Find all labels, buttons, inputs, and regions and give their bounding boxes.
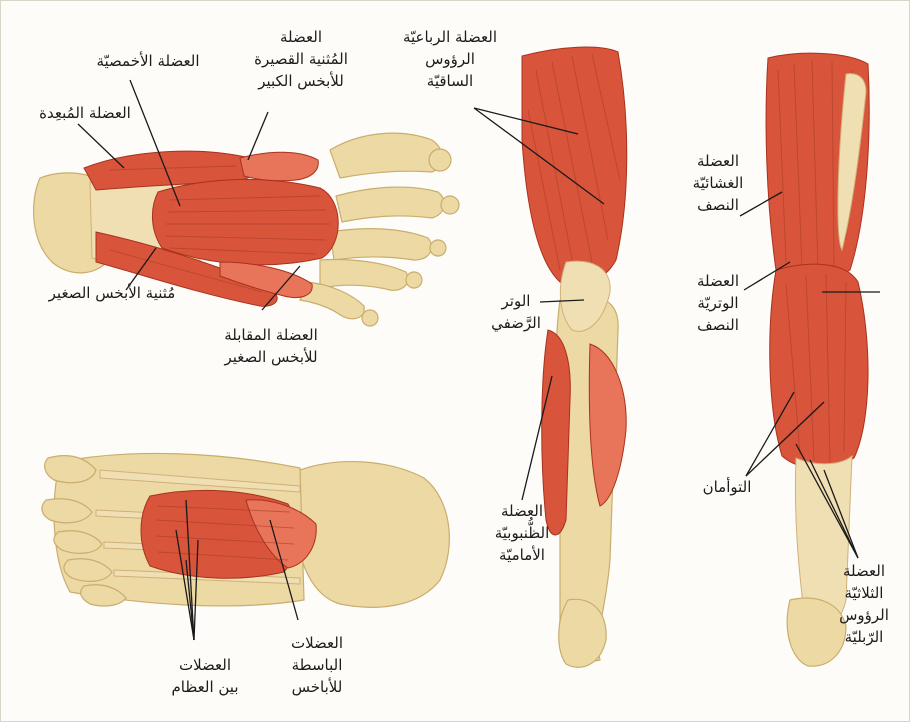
quadriceps-muscle (522, 47, 627, 285)
label-line: الوتريّة (670, 292, 766, 314)
label-line: العضلات (262, 632, 372, 654)
label-flexor-digiti-minimi: مُثنية الأبخس الصغير (22, 282, 202, 304)
label-line: الأماميّة (470, 544, 574, 566)
label-line: الساقيّة (380, 70, 520, 92)
label-line: الوتر (476, 290, 556, 312)
label-flexor-digitorum-brevis: العضلة الأخمصيّة (78, 50, 218, 72)
label-line: الظُّنبوبيّة (470, 522, 574, 544)
label-line: النصف (670, 314, 766, 336)
gastrocnemius-muscle (770, 264, 868, 468)
label-flexor-hallucis-brevis: العضلة المُثنية القصيرة للأبخس الكبير (226, 26, 376, 92)
label-line: للأبخس الصغير (196, 346, 346, 368)
label-semitendinosus: العضلة الوتريّة النصف (670, 270, 766, 336)
label-line: العضلة الأخمصيّة (78, 50, 218, 72)
label-line: للأباخس (262, 676, 372, 698)
label-line: الغشائيّة (670, 172, 766, 194)
label-line: الرؤوس (380, 48, 520, 70)
label-line: العضلة (226, 26, 376, 48)
label-line: النصف (670, 194, 766, 216)
label-line: العضلة (822, 560, 906, 582)
label-line: العضلة المُبعِدة (20, 102, 150, 124)
label-line: العضلة المقابلة (196, 324, 346, 346)
flexor-hallucis-brevis-muscle (240, 152, 318, 181)
label-semimembranosus: العضلة الغشائيّة النصف (670, 150, 766, 216)
label-line: العضلة (670, 270, 766, 292)
label-extensor-digitorum: العضلات الباسطة للأباخس (262, 632, 372, 698)
label-abductor-hallucis: العضلة المُبعِدة (20, 102, 150, 124)
front-leg-calf-muscle (589, 344, 626, 506)
label-line: العضلة (470, 500, 574, 522)
label-line: العضلة (670, 150, 766, 172)
flexor-digitorum-brevis-muscle (152, 179, 338, 264)
label-line: للأبخس الكبير (226, 70, 376, 92)
label-quadriceps: العضلة الرباعيّة الرؤوس الساقيّة (380, 26, 520, 92)
bottom-foot-illustration (42, 453, 449, 607)
label-line: الرَّضفي (476, 312, 556, 334)
label-triceps-surae: العضلة الثلاثيّة الرؤوس الرّبليّة (822, 560, 906, 648)
label-line: العضلات (150, 654, 260, 676)
label-opponens-digiti-minimi: العضلة المقابلة للأبخس الصغير (196, 324, 346, 368)
label-line: العضلة الرباعيّة (380, 26, 520, 48)
bottom-foot-tarsal-bones (296, 462, 449, 608)
label-line: مُثنية الأبخس الصغير (22, 282, 202, 304)
label-patellar-tendon: الوتر الرَّضفي (476, 290, 556, 334)
label-line: الرؤوس (822, 604, 906, 626)
label-line: الثلاثيّة (822, 582, 906, 604)
label-interossei: العضلات بين العظام (150, 654, 260, 698)
label-line: بين العظام (150, 676, 260, 698)
label-gastrocnemius: التوأمان (682, 476, 772, 498)
label-line: المُثنية القصيرة (226, 48, 376, 70)
label-line: التوأمان (682, 476, 772, 498)
label-tibialis-anterior: العضلة الظُّنبوبيّة الأماميّة (470, 500, 574, 566)
label-line: الباسطة (262, 654, 372, 676)
front-leg-illustration (522, 47, 627, 667)
label-line: الرّبليّة (822, 626, 906, 648)
